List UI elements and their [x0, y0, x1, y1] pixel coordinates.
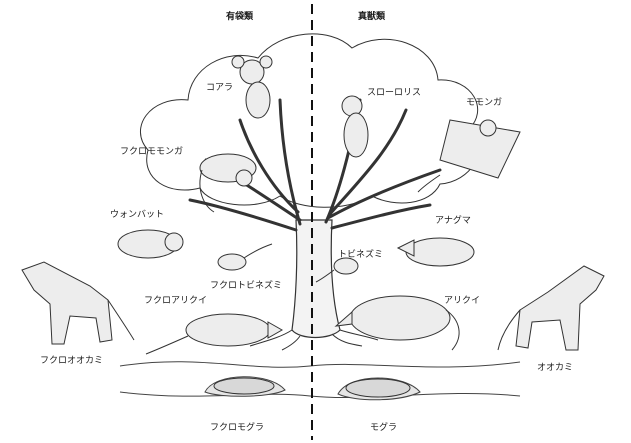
mole-figure	[346, 379, 410, 397]
ground-strip	[120, 362, 520, 398]
wombat-figure	[118, 230, 183, 258]
marsupial-mouse-figure	[218, 244, 272, 270]
label-wombat: ウォンバット	[110, 210, 164, 221]
label-flying-squirrel: モモンガ	[466, 98, 502, 109]
label-badger: アナグマ	[435, 216, 471, 227]
label-anteater: アリクイ	[444, 296, 480, 307]
slow-loris-figure	[342, 96, 368, 157]
wolf-figure	[498, 266, 604, 350]
flying-squirrel-figure	[418, 120, 520, 192]
numbat-figure	[146, 314, 282, 354]
badger-figure	[398, 238, 474, 266]
label-slow-loris: スローロリス	[367, 88, 421, 99]
marsupials-header: 有袋類	[226, 12, 253, 23]
tree-trunk	[292, 220, 340, 338]
label-wolf: オオカミ	[537, 363, 573, 374]
koala-figure	[232, 56, 272, 118]
label-koala: コアラ	[206, 83, 233, 94]
label-jerboa: トビネズミ	[338, 250, 383, 261]
label-numbat: フクロアリクイ	[144, 296, 207, 307]
label-marsupial-mouse: フクロトビネズミ	[210, 281, 282, 292]
label-marsupial-mole: フクロモグラ	[210, 423, 264, 434]
marsupial-mole-figure	[214, 378, 274, 394]
placentals-header: 真獣類	[358, 12, 385, 23]
label-sugar-glider: フクロモモンガ	[120, 147, 183, 158]
label-mole: モグラ	[370, 423, 397, 434]
label-thylacine: フクロオオカミ	[40, 356, 103, 367]
canopy-outline	[140, 34, 478, 207]
anteater-figure	[336, 296, 459, 350]
thylacine-figure	[22, 262, 134, 344]
